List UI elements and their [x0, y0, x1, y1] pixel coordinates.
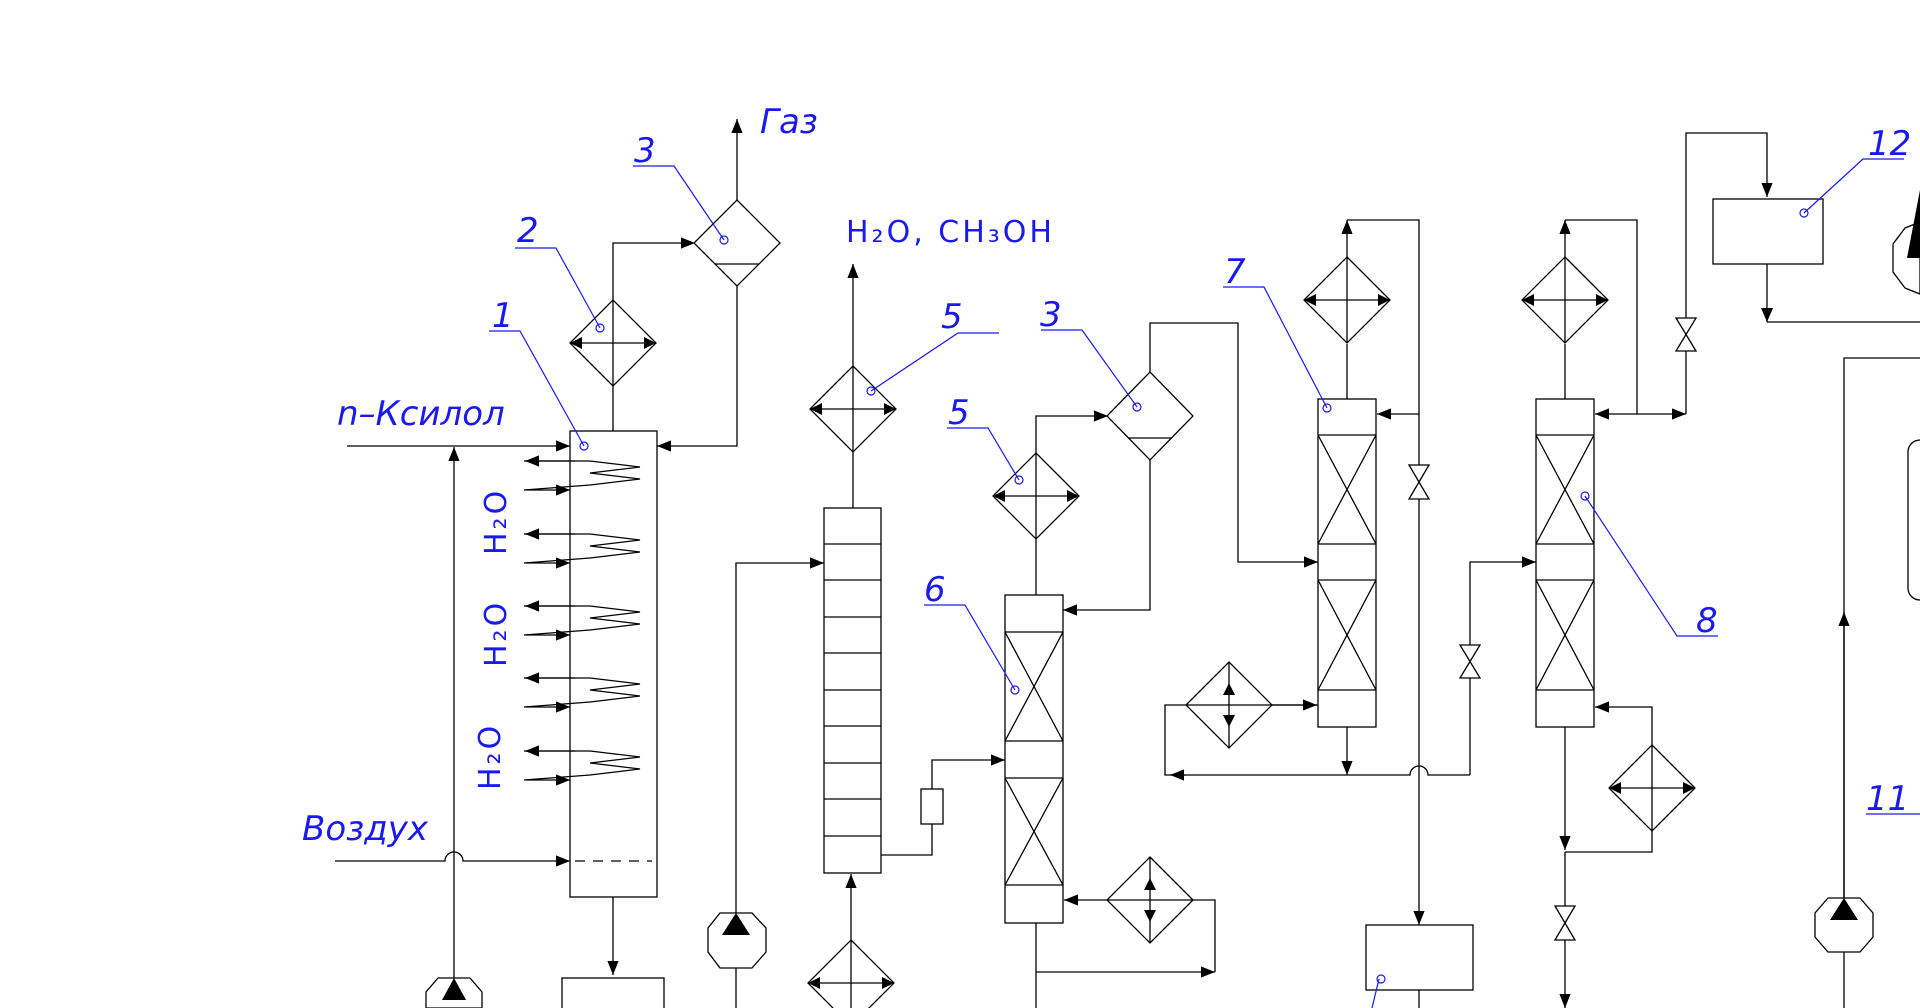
valve [1674, 317, 1698, 352]
label-3b: 3 [1040, 295, 1062, 335]
label-12: 12 [1868, 124, 1911, 164]
label-5b: 5 [948, 393, 970, 433]
top-product-label: H₂O, CH₃OH [846, 215, 1055, 250]
reboiler-8 [1608, 744, 1696, 832]
water-label-2: H₂O [479, 600, 514, 667]
pump-icon [707, 912, 767, 969]
xylene-label: n–Ксилол [337, 394, 505, 434]
vessel-12 [1712, 198, 1824, 265]
column-8 [1535, 398, 1595, 728]
column-6 [1004, 594, 1064, 924]
label-8: 8 [1696, 601, 1718, 641]
pump-icon [1814, 897, 1874, 953]
check-valve [920, 788, 944, 825]
water-label-1: H₂O [479, 488, 514, 555]
valve [1407, 464, 1431, 500]
condenser-2 [569, 299, 657, 387]
reboiler-6 [1106, 856, 1194, 944]
valve [1458, 644, 1482, 679]
condenser-7 [1303, 256, 1391, 344]
label-5a: 5 [941, 297, 963, 337]
valve [1553, 905, 1577, 941]
column-7 [1317, 398, 1377, 728]
separator-3b [1106, 371, 1194, 461]
reboiler-7 [1185, 661, 1273, 749]
label-11: 11 [1866, 779, 1909, 819]
condenser-5b [992, 452, 1080, 540]
air-label: Воздух [302, 809, 429, 849]
label-3: 3 [634, 131, 656, 171]
label-1: 1 [492, 296, 514, 336]
reactor-receiver [561, 977, 665, 1008]
vessel-9 [1365, 924, 1474, 991]
reboiler-4 [807, 939, 895, 1008]
label-6: 6 [924, 570, 946, 610]
feed-lines [335, 440, 570, 1008]
separator-3 [693, 199, 781, 287]
equipment-callouts: 1 2 3 5 5 3 6 7 8 12 11 [489, 124, 1920, 1008]
label-7: 7 [1224, 252, 1246, 292]
condenser-5a [809, 365, 897, 453]
condenser-8 [1521, 256, 1609, 344]
stream-labels: Газ n–Ксилол Воздух H₂O, CH₃OH H₂O H₂O H… [302, 102, 1055, 849]
reactor-1 [523, 430, 658, 898]
label-2: 2 [517, 211, 539, 251]
gas-label: Газ [760, 102, 818, 142]
water-label-3: H₂O [473, 723, 508, 790]
tray-column [823, 507, 882, 874]
